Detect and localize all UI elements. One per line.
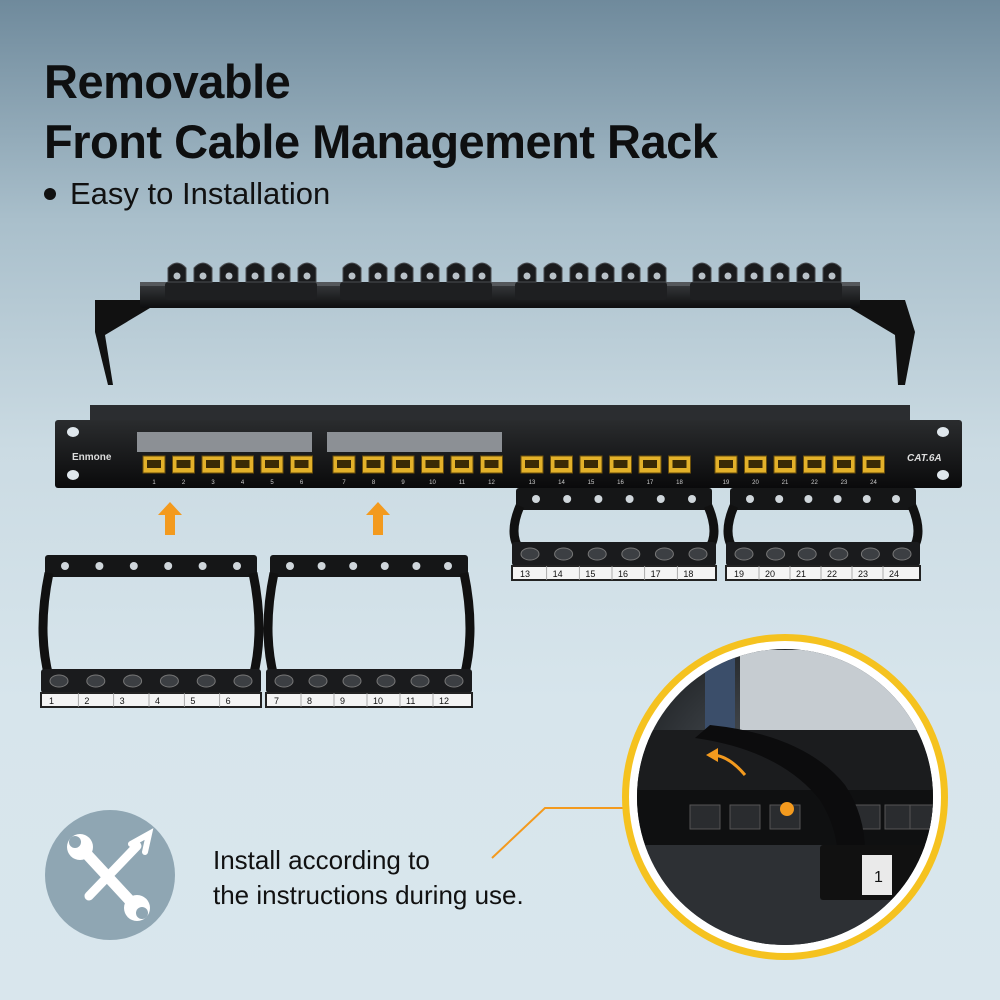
- rack-label: 5: [190, 696, 195, 706]
- management-rack: 13 14 15 16 17 18: [509, 488, 719, 581]
- port-number: 18: [676, 480, 683, 486]
- port-number: 4: [241, 480, 245, 486]
- instruction-line-1: Install according to: [213, 845, 430, 875]
- rack-label: 9: [340, 696, 345, 706]
- port-number: 21: [782, 480, 789, 486]
- port-number: 22: [811, 480, 818, 486]
- port-number: 12: [488, 480, 495, 486]
- management-rack: 19 20 21 22 23 24: [723, 488, 923, 581]
- rack-label: 7: [274, 696, 279, 706]
- feature-bullet: Easy to Installation: [44, 176, 330, 212]
- instruction-line-2: the instructions during use.: [213, 880, 524, 910]
- port-number: 1: [152, 480, 156, 486]
- port-number: 16: [617, 480, 624, 486]
- instruction-text: Install according to the instructions du…: [213, 843, 524, 913]
- rack-label: 17: [651, 569, 661, 579]
- rack-label: 18: [683, 569, 693, 579]
- port-number: 20: [752, 480, 759, 486]
- clip-group: [165, 262, 317, 300]
- rack-label: 10: [373, 696, 383, 706]
- port-number: 3: [211, 480, 215, 486]
- zoom-tag-label: 1: [874, 869, 883, 886]
- port-number: 19: [723, 480, 730, 486]
- clip-group: [340, 262, 492, 300]
- rack-label: 8: [307, 696, 312, 706]
- rack-label: 24: [889, 569, 899, 579]
- port-number: 14: [558, 480, 565, 486]
- attached-racks: 13 14 15 16 17 18 19 20 21 22 23 24: [509, 488, 923, 581]
- port-number: 5: [270, 480, 274, 486]
- brand-logo: Enmone: [72, 452, 112, 463]
- port-number: 11: [459, 480, 466, 486]
- port-number: 10: [429, 480, 436, 486]
- headline-line-1: Removable: [44, 55, 291, 108]
- rack-label: 4: [155, 696, 160, 706]
- rack-label: 22: [827, 569, 837, 579]
- mount-hole: [937, 427, 949, 437]
- rack-label: 20: [765, 569, 775, 579]
- rack-label: 21: [796, 569, 806, 579]
- port-number: 2: [182, 480, 186, 486]
- rack-label: 23: [858, 569, 868, 579]
- zoom-detail: 123678 1: [622, 634, 948, 960]
- rack-label: 16: [618, 569, 628, 579]
- port-number: 17: [647, 480, 654, 486]
- headline-line-2: Front Cable Management Rack: [44, 115, 718, 168]
- rack-label: 2: [84, 696, 89, 706]
- rack-label: 1: [49, 696, 54, 706]
- port-number: 15: [588, 480, 595, 486]
- port-number: 13: [529, 480, 536, 486]
- cable-clips: [165, 262, 842, 300]
- bullet-dot-icon: [44, 188, 56, 200]
- rack-label: 3: [120, 696, 125, 706]
- zoom-port: [729, 804, 761, 830]
- mount-hole: [67, 427, 79, 437]
- arrow-up-icon: [158, 502, 182, 535]
- arrow-up-icon: [366, 502, 390, 535]
- keystone-jacks: [142, 455, 885, 474]
- wrench-screwdriver-icon: [67, 828, 154, 921]
- mount-hole: [937, 470, 949, 480]
- rack-label: 11: [406, 696, 415, 706]
- port-number: 9: [401, 480, 405, 486]
- tool-icon-badge: [45, 810, 175, 940]
- mount-hole: [67, 470, 79, 480]
- rack-label: 13: [520, 569, 530, 579]
- rack-label: 14: [553, 569, 563, 579]
- port-number: 8: [372, 480, 376, 486]
- zoom-port: [909, 804, 933, 830]
- management-rack: 7 8 9 10 11 12: [263, 555, 475, 708]
- label-strip: [137, 432, 312, 452]
- port-number: 7: [342, 480, 346, 486]
- rack-label: 12: [439, 696, 449, 706]
- port-number: 23: [841, 480, 848, 486]
- management-rack: 1 2 3 4 5 6: [38, 555, 264, 708]
- clip-group: [690, 262, 842, 300]
- cat-rating-label: CAT.6A: [907, 453, 942, 464]
- port-number: 6: [300, 480, 304, 486]
- rack-label: 6: [226, 696, 231, 706]
- headline: Removable Front Cable Management Rack: [44, 52, 718, 172]
- rack-label: 19: [734, 569, 744, 579]
- port-number: 24: [870, 480, 877, 486]
- callout-dot: [780, 802, 794, 816]
- rack-label: 15: [585, 569, 595, 579]
- clip-group: [515, 262, 667, 300]
- zoom-port: [689, 804, 721, 830]
- label-strip: [327, 432, 502, 452]
- feature-bullet-text: Easy to Installation: [70, 176, 331, 211]
- cable-management-bar: [95, 262, 915, 385]
